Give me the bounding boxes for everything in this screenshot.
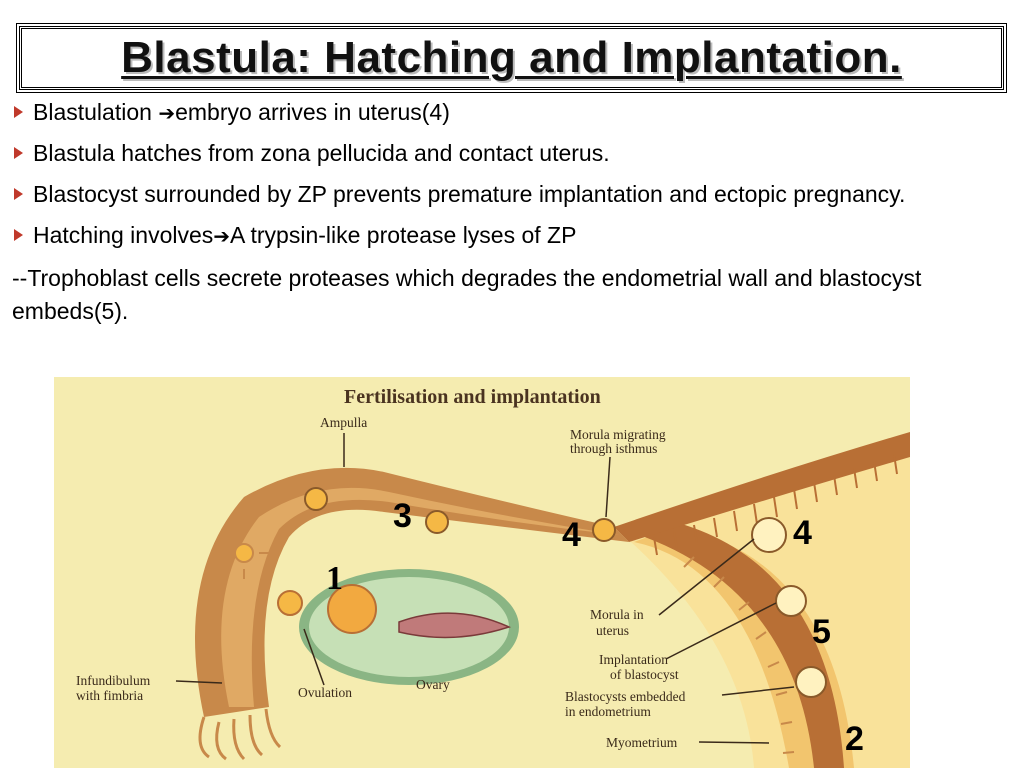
ovum-star [219, 527, 269, 579]
annotation-number: 3 [393, 497, 412, 535]
two-cell-embryo [425, 510, 449, 534]
zygote [304, 487, 328, 511]
annotation-number: 4 [562, 516, 581, 554]
label-ovary: Ovary [416, 677, 450, 692]
label-ovulation: Ovulation [298, 685, 352, 700]
ovulating-follicle [327, 584, 377, 634]
bullet-text: Blastocyst surrounded by ZP prevents pre… [33, 181, 906, 207]
label-with-fimbria: with fimbria [76, 688, 143, 703]
bullet-item: Blastulation ➔embryo arrives in uterus(4… [12, 96, 1012, 131]
bullet-text: Blastula hatches from zona pellucida and… [33, 140, 610, 166]
label-through-isthmus: through isthmus [570, 441, 657, 456]
label-uterus: uterus [596, 623, 629, 638]
title-box: Blastula: Hatching and Implantation. [16, 23, 1007, 93]
bullet-triangle-icon [14, 229, 23, 241]
bullet-text: A trypsin-like protease lyses of ZP [230, 222, 577, 248]
label-in-endometrium: in endometrium [565, 704, 651, 719]
bullet-triangle-icon [14, 147, 23, 159]
bullet-text: Hatching involves [33, 222, 214, 248]
label-myometrium: Myometrium [606, 735, 678, 750]
fimbria [198, 708, 282, 761]
annotation-number: 5 [812, 613, 831, 651]
bullet-text: Blastulation [33, 99, 159, 125]
bullet-item: Hatching involves➔A trypsin-like proteas… [12, 219, 1012, 254]
label-implantation: Implantation [599, 652, 668, 667]
endometrium-band [634, 527, 854, 768]
upper-wall [614, 432, 910, 542]
blastocyst-embedded [795, 666, 827, 698]
label-blastocysts-embedded: Blastocysts embedded [565, 689, 686, 704]
annotation-number: 4 [793, 514, 812, 552]
morula-isthmus [592, 518, 616, 542]
gland-ticks-upper [653, 453, 898, 556]
bullet-triangle-icon [14, 188, 23, 200]
slide-title: Blastula: Hatching and Implantation. [121, 33, 902, 82]
fertilisation-diagram: Fertilisation and implantation Ampulla M… [54, 377, 910, 768]
right-arrow-icon: ➔ [158, 103, 176, 125]
bullet-list: Blastulation ➔embryo arrives in uterus(4… [12, 96, 1012, 336]
bullet-triangle-icon [14, 106, 23, 118]
figure-heading: Fertilisation and implantation [344, 386, 601, 408]
oocyte [277, 590, 303, 616]
pointer-lines [175, 433, 795, 744]
bullet-text: embryo arrives in uterus(4) [175, 99, 450, 125]
label-infundibulum: Infundibulum [76, 673, 151, 688]
label-of-blastocyst: of blastocyst [610, 667, 679, 682]
label-morula-migrating: Morula migrating [570, 427, 666, 442]
gland-ticks-lower [683, 556, 795, 754]
blastocyst-implanting [775, 585, 807, 617]
annotation-number: 1 [326, 560, 343, 597]
myometrium-band [614, 517, 844, 768]
bullet-item: Blastocyst surrounded by ZP prevents pre… [12, 178, 1012, 211]
paragraph-text: --Trophoblast cells secrete proteases wh… [12, 265, 922, 324]
ovary-follicle [398, 612, 512, 639]
morula-uterus [751, 517, 787, 553]
right-arrow-icon: ➔ [213, 226, 231, 248]
label-ampulla: Ampulla [320, 415, 367, 430]
annotation-number: 2 [845, 720, 864, 758]
bullet-item: Blastula hatches from zona pellucida and… [12, 137, 1012, 170]
label-morula-in: Morula in [590, 607, 644, 622]
